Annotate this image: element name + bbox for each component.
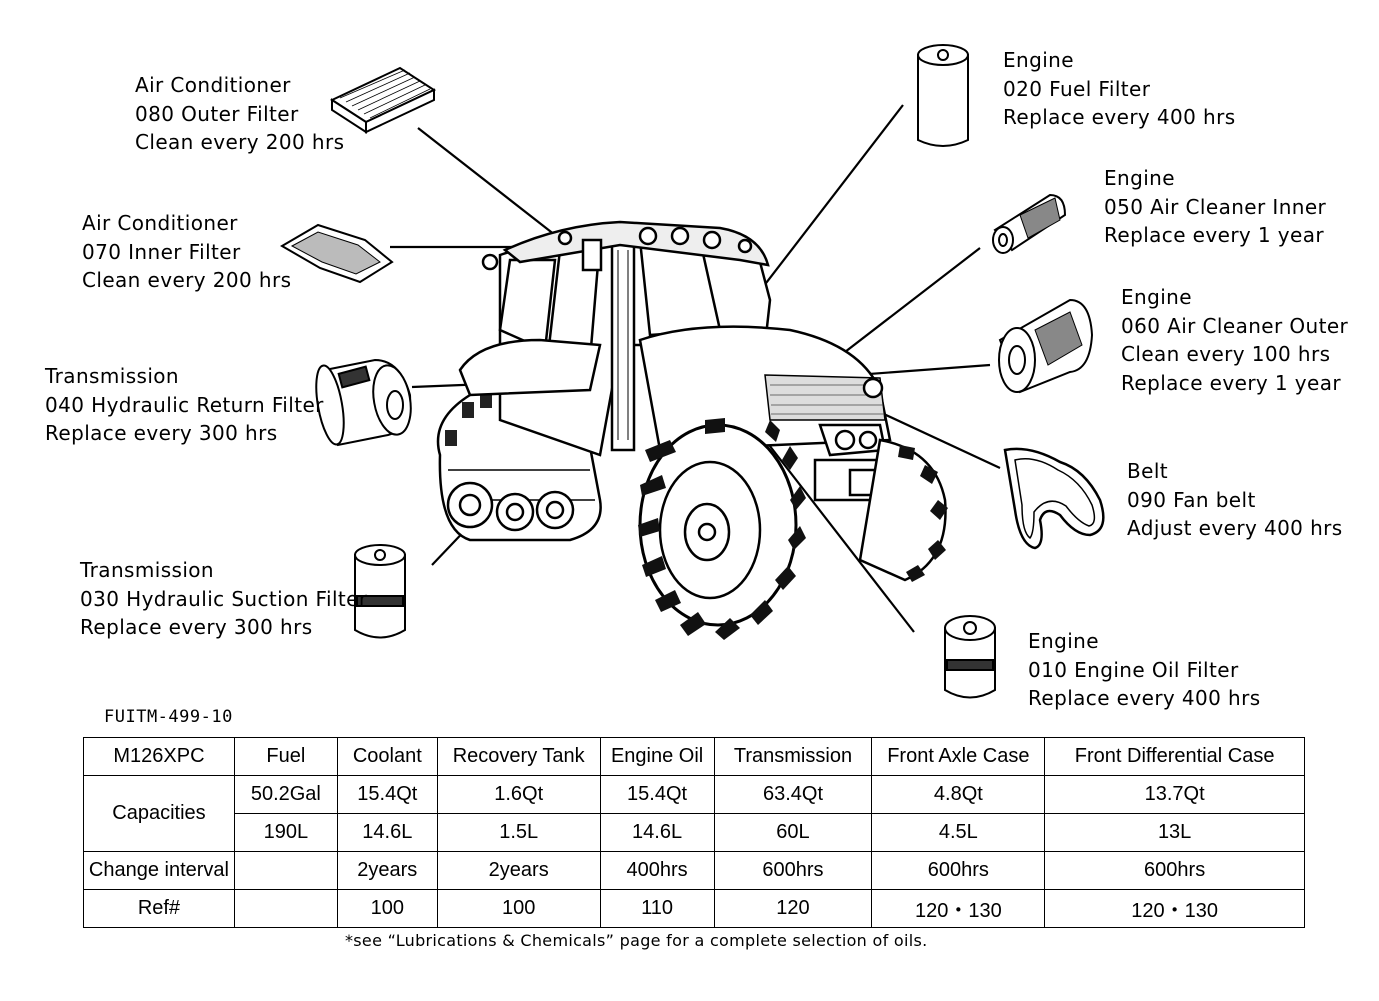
table-cell: 600hrs — [871, 851, 1046, 890]
callout-air-cleaner-inner: Engine 050 Air Cleaner Inner Replace eve… — [1104, 164, 1326, 250]
part-outer-filter — [329, 66, 437, 134]
callout-service: Replace every 400 hrs — [1028, 686, 1261, 710]
callout-part: 060 Air Cleaner Outer — [1121, 313, 1349, 338]
callout-group: Air Conditioner — [135, 73, 291, 97]
callout-part: 010 Engine Oil Filter — [1028, 657, 1239, 682]
table-cell: 100 — [436, 889, 601, 928]
callout-engine-oil-filter: Engine 010 Engine Oil Filter Replace eve… — [1028, 627, 1261, 713]
table-cell: 1.5L — [436, 813, 601, 852]
tractor-drawing — [436, 220, 1105, 640]
table-cell: 4.5L — [871, 813, 1046, 852]
table-cell: 60L — [713, 813, 873, 852]
callout-group: Engine — [1104, 166, 1175, 190]
callout-ac-outer-filter: Air Conditioner 080 Outer Filter Clean e… — [135, 71, 344, 157]
table-cell: 1.6Qt — [436, 775, 601, 814]
callout-service: Replace every 300 hrs — [45, 421, 278, 445]
table-cell: 100 — [336, 889, 438, 928]
part-oil-filter — [944, 615, 996, 699]
callout-service: Replace every 300 hrs — [80, 615, 313, 639]
header-cell: Recovery Tank — [436, 737, 601, 776]
footnote: *see “Lubrications & Chemicals” page for… — [345, 931, 928, 950]
callout-service: Adjust every 400 hrs — [1127, 516, 1343, 540]
table-cell: 13.7Qt — [1044, 775, 1305, 814]
callout-service: Replace every 1 year — [1104, 223, 1325, 247]
table-cell: 63.4Qt — [713, 775, 873, 814]
document-code: FUITM-499-10 — [104, 707, 233, 727]
capacities-table: M126XPC Fuel Coolant Recovery Tank Engin… — [83, 737, 1305, 928]
callout-part: 030 Hydraulic Suction Filter — [80, 586, 368, 611]
table-row: Change interval 2years 2years 400hrs 600… — [83, 851, 1305, 890]
table-cell: 14.6L — [599, 813, 715, 852]
callout-service: Clean every 100 hrs — [1121, 342, 1331, 366]
header-cell: Coolant — [336, 737, 438, 776]
callout-group: Air Conditioner — [82, 211, 238, 235]
part-air-inner — [992, 193, 1067, 254]
callout-group: Engine — [1121, 285, 1192, 309]
callout-service: Clean every 200 hrs — [135, 130, 345, 154]
table-cell: 190L — [233, 813, 338, 852]
callout-air-cleaner-outer: Engine 060 Air Cleaner Outer Clean every… — [1121, 283, 1348, 397]
part-return-filter — [315, 358, 412, 447]
callout-fuel-filter: Engine 020 Fuel Filter Replace every 400… — [1003, 46, 1236, 132]
callout-part: 040 Hydraulic Return Filter — [45, 392, 324, 417]
table-cell: 600hrs — [1044, 851, 1305, 890]
table-cell: 600hrs — [713, 851, 873, 890]
table-cell: 120・130 — [871, 889, 1046, 928]
callout-service: Replace every 400 hrs — [1003, 105, 1236, 129]
callout-service: Clean every 200 hrs — [82, 268, 292, 292]
callout-fan-belt: Belt 090 Fan belt Adjust every 400 hrs — [1127, 457, 1343, 543]
callout-hydraulic-return-filter: Transmission 040 Hydraulic Return Filter… — [45, 362, 324, 448]
table-header-row: M126XPC Fuel Coolant Recovery Tank Engin… — [83, 737, 1305, 776]
table-cell: 4.8Qt — [871, 775, 1046, 814]
part-fuel-filter — [917, 44, 969, 147]
header-cell: Front Differential Case — [1044, 737, 1305, 776]
callout-group: Transmission — [80, 558, 214, 582]
table-cell: 2years — [436, 851, 601, 890]
callout-part: 080 Outer Filter — [135, 101, 299, 126]
header-cell: Front Axle Case — [871, 737, 1046, 776]
callout-group: Transmission — [45, 364, 179, 388]
callout-group: Belt — [1127, 459, 1169, 483]
callout-part: 050 Air Cleaner Inner — [1104, 194, 1327, 219]
capacities-label: Capacities — [83, 775, 235, 852]
model-cell: M126XPC — [83, 737, 235, 776]
interval-label: Change interval — [83, 851, 235, 890]
part-air-outer — [998, 298, 1094, 394]
callout-group: Engine — [1028, 629, 1099, 653]
table-cell: 120 — [713, 889, 873, 928]
callout-part: 020 Fuel Filter — [1003, 76, 1151, 101]
header-cell: Engine Oil — [599, 737, 715, 776]
table-cell: 15.4Qt — [336, 775, 438, 814]
table-cell: 2years — [336, 851, 438, 890]
table-cell: 110 — [599, 889, 715, 928]
part-suction-filter — [354, 544, 406, 639]
table-cell — [233, 889, 338, 928]
header-cell: Fuel — [233, 737, 338, 776]
callout-part: 090 Fan belt — [1127, 487, 1256, 512]
callout-part: 070 Inner Filter — [82, 239, 241, 264]
header-cell: Transmission — [713, 737, 873, 776]
callout-hydraulic-suction-filter: Transmission 030 Hydraulic Suction Filte… — [80, 556, 368, 642]
table-cell — [233, 851, 338, 890]
table-cell: 400hrs — [599, 851, 715, 890]
table-cell: 13L — [1044, 813, 1305, 852]
ref-label: Ref# — [83, 889, 235, 928]
table-cell: 15.4Qt — [599, 775, 715, 814]
table-cell: 14.6L — [336, 813, 438, 852]
table-cell: 50.2Gal — [233, 775, 338, 814]
table-row: Ref# 100 100 110 120 120・130 120・130 — [83, 889, 1305, 928]
callout-ac-inner-filter: Air Conditioner 070 Inner Filter Clean e… — [82, 209, 291, 295]
callout-group: Engine — [1003, 48, 1074, 72]
callout-service-2: Replace every 1 year — [1121, 370, 1342, 395]
table-row: Capacities 50.2Gal 15.4Qt 1.6Qt 15.4Qt 6… — [83, 775, 1305, 852]
part-inner-filter — [280, 223, 394, 284]
table-cell: 120・130 — [1044, 889, 1305, 928]
table-row: 190L 14.6L 1.5L 14.6L 60L 4.5L 13L — [84, 813, 1305, 852]
